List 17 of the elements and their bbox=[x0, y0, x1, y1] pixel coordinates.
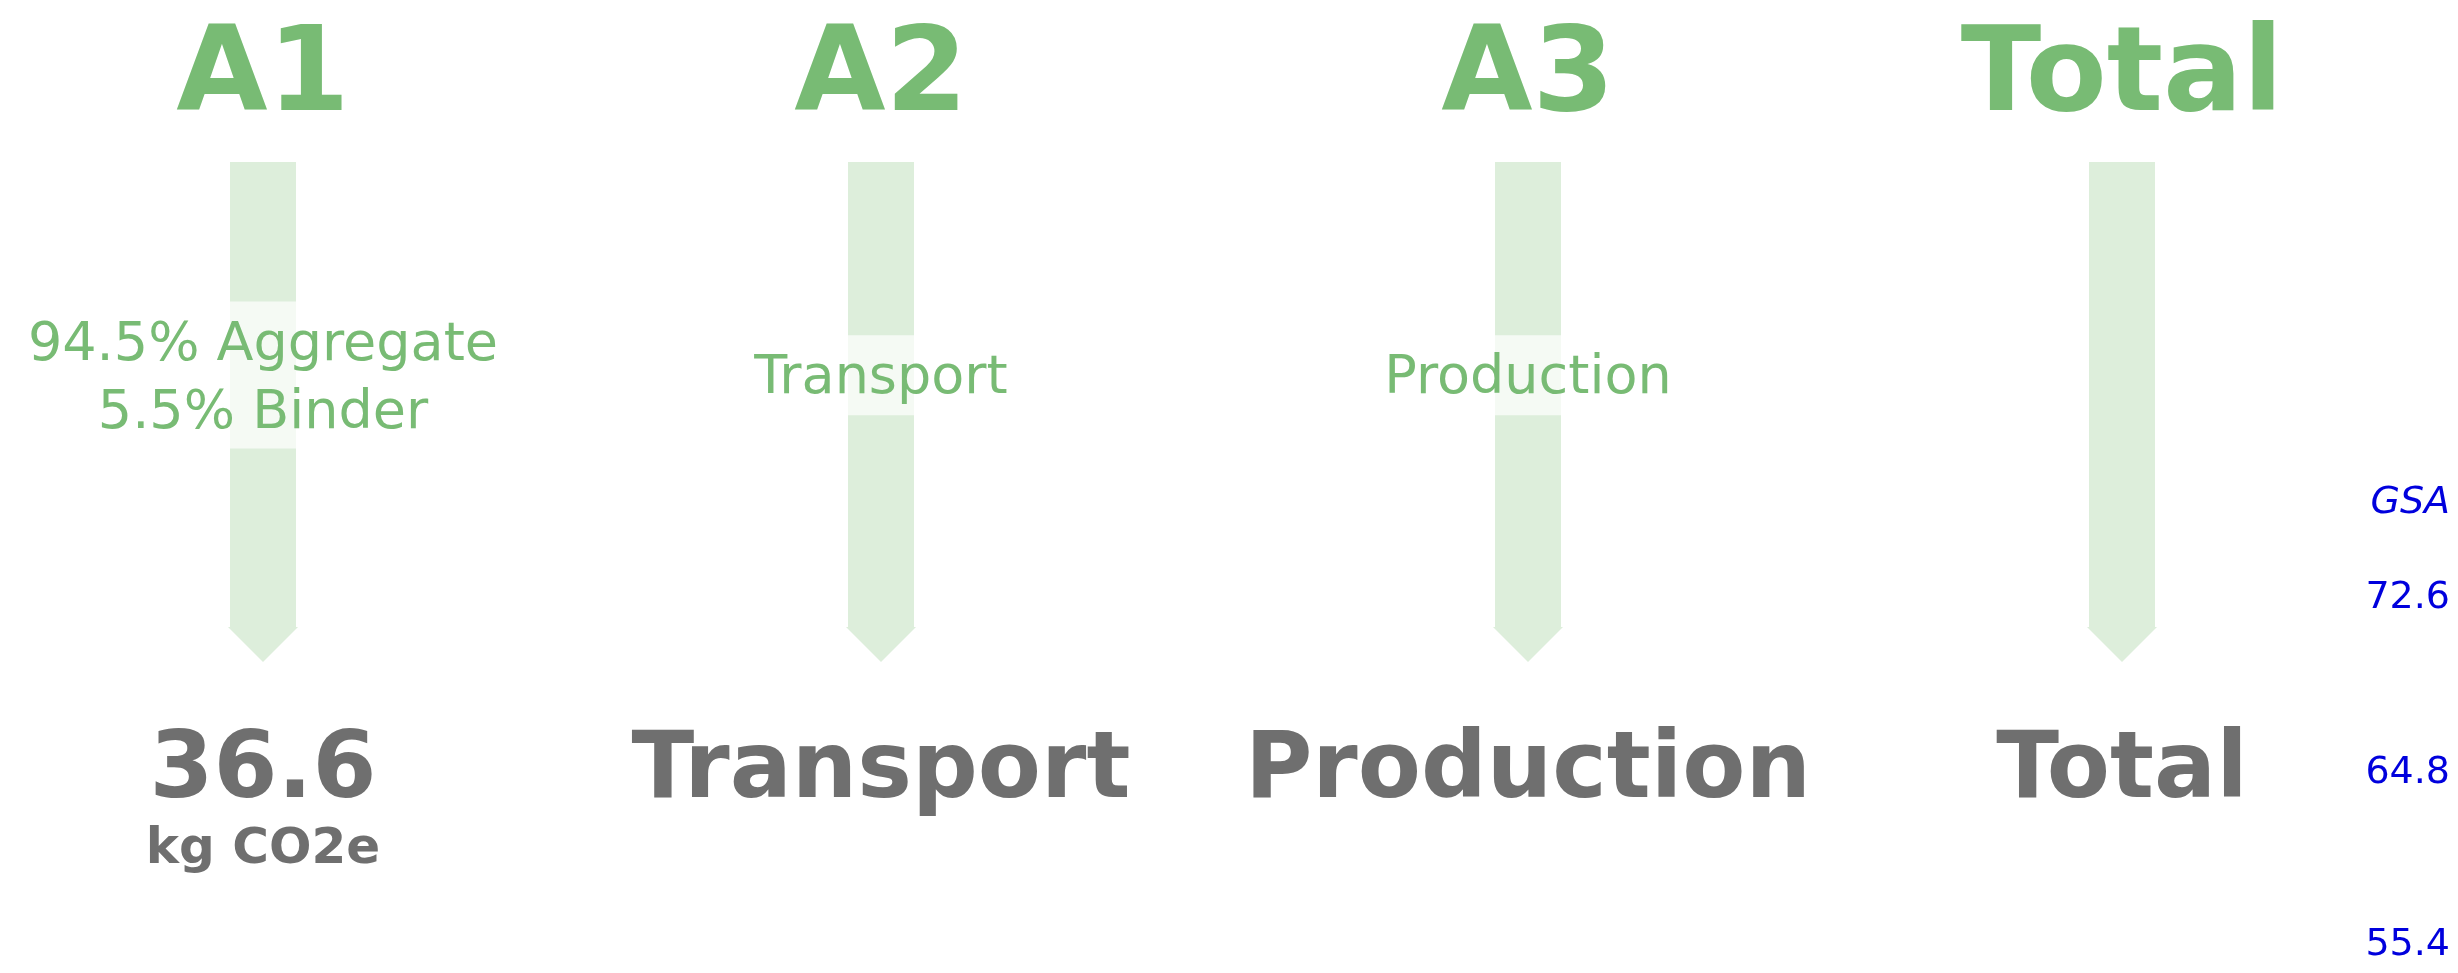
result-value: Transport bbox=[631, 715, 1131, 817]
column-header: GSA bbox=[2370, 480, 2450, 522]
result-value: 36.6 bbox=[148, 715, 378, 817]
flow-arrow bbox=[2087, 161, 2157, 662]
edge-label: Transport bbox=[754, 335, 1008, 415]
stage-heading: A1 bbox=[176, 8, 350, 132]
value-label: 55.4 bbox=[2365, 922, 2450, 964]
stage-heading: A2 bbox=[794, 8, 968, 132]
value-label: 64.8 bbox=[2365, 750, 2450, 792]
value-label: 72.6 bbox=[2365, 575, 2450, 617]
flow-arrow bbox=[1493, 161, 1563, 662]
unit-label: kg CO2e bbox=[145, 816, 381, 877]
stage-heading: Total bbox=[1960, 8, 2284, 132]
flow-arrow bbox=[846, 161, 916, 662]
result-value: Total bbox=[1996, 715, 2248, 817]
result-value: Production bbox=[1244, 715, 1812, 817]
stage-heading: A3 bbox=[1441, 8, 1615, 132]
